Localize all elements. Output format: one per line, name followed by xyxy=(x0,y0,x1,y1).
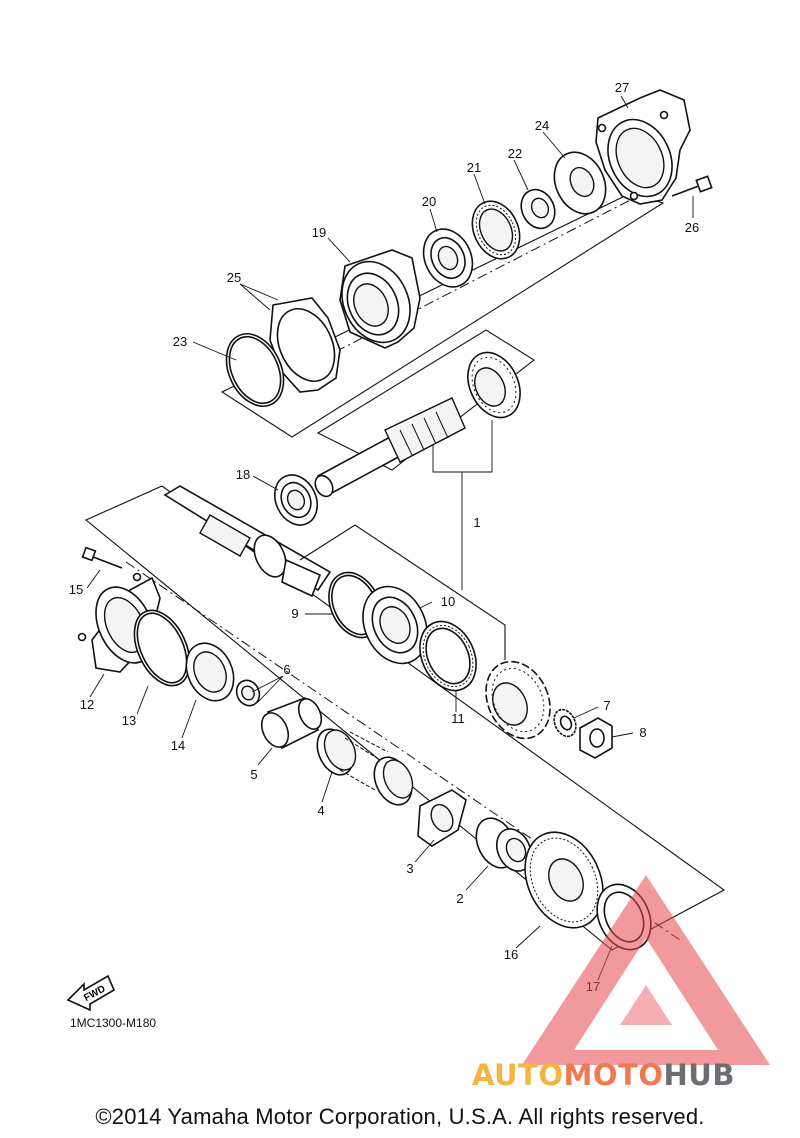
label-7: 7 xyxy=(603,698,610,713)
part-13-seal xyxy=(185,642,235,702)
part-10-bearing xyxy=(362,585,428,665)
part-16-gear xyxy=(524,831,604,929)
label-18: 18 xyxy=(236,467,250,482)
part-3-coupling xyxy=(417,789,467,847)
label-2: 2 xyxy=(456,891,463,906)
label-26: 26 xyxy=(685,220,699,235)
watermark-part-moto: MOTO xyxy=(563,1058,664,1092)
label-15: 15 xyxy=(69,582,83,597)
part-1-bracket xyxy=(432,420,493,590)
part-20-bearing xyxy=(422,228,474,288)
label-21: 21 xyxy=(467,160,481,175)
label-4: 4 xyxy=(317,803,324,818)
label-11: 11 xyxy=(451,711,465,726)
label-5: 5 xyxy=(250,767,257,782)
label-13: 13 xyxy=(122,713,136,728)
part-1-drive-shaft xyxy=(314,351,521,498)
copyright-text: ©2014 Yamaha Motor Corporation, U.S.A. A… xyxy=(95,1104,705,1129)
diagram-code: 1MC1300-M180 xyxy=(70,1016,157,1030)
label-12: 12 xyxy=(80,697,94,712)
fwd-arrow-icon: FWD xyxy=(66,974,116,1012)
lower-dash-line xyxy=(125,561,681,941)
part-22-collar xyxy=(520,188,556,230)
part-11-race xyxy=(419,620,477,692)
upper-group-frame xyxy=(220,192,665,438)
part-21-bearing xyxy=(471,200,521,260)
part-26-bolt xyxy=(671,175,713,197)
label-16: 16 xyxy=(504,947,518,962)
part-14-o-ring xyxy=(133,609,191,687)
part-6-collar xyxy=(235,679,261,707)
watermark-part-auto: AUTO xyxy=(472,1058,564,1092)
part-2-dog-clutch xyxy=(475,817,533,872)
part-23-o-ring xyxy=(225,333,285,407)
label-24: 24 xyxy=(535,118,549,133)
part-19-bearing-housing xyxy=(339,249,421,349)
label-19: 19 xyxy=(312,225,326,240)
shaft-connector-line xyxy=(299,524,506,660)
lower-group-frame xyxy=(84,485,726,951)
output-shaft xyxy=(163,485,332,598)
label-14: 14 xyxy=(171,738,185,753)
part-5-bushing xyxy=(260,696,323,750)
label-1: 1 xyxy=(473,515,480,530)
part-18-bearing xyxy=(274,474,318,526)
watermark-logo-icon xyxy=(522,875,770,1065)
label-20: 20 xyxy=(422,194,436,209)
part-15-bolt xyxy=(81,546,123,569)
part-4-spring xyxy=(316,728,414,806)
part-7-washer xyxy=(553,708,577,738)
label-6: 6 xyxy=(283,662,290,677)
label-22: 22 xyxy=(508,146,522,161)
label-23: 23 xyxy=(173,334,187,349)
bevel-gear xyxy=(485,660,551,740)
callout-labels: 1 2 3 4 5 6 7 8 9 10 11 12 13 14 15 16 1… xyxy=(69,80,699,994)
watermark-part-hub: HUB xyxy=(663,1058,735,1092)
label-27: 27 xyxy=(615,80,629,95)
watermark-brand-text: AUTOMOTOHUB xyxy=(472,1058,735,1092)
part-24-seal xyxy=(553,151,607,215)
leader-lines xyxy=(86,95,694,981)
label-8: 8 xyxy=(639,725,646,740)
part-25-gasket xyxy=(269,297,341,393)
part-27-housing xyxy=(595,89,691,205)
label-9: 9 xyxy=(291,606,298,621)
part-8-nut xyxy=(579,717,613,759)
label-3: 3 xyxy=(406,861,413,876)
upper-dash-line xyxy=(299,194,641,371)
label-10: 10 xyxy=(441,594,455,609)
label-25: 25 xyxy=(227,270,241,285)
